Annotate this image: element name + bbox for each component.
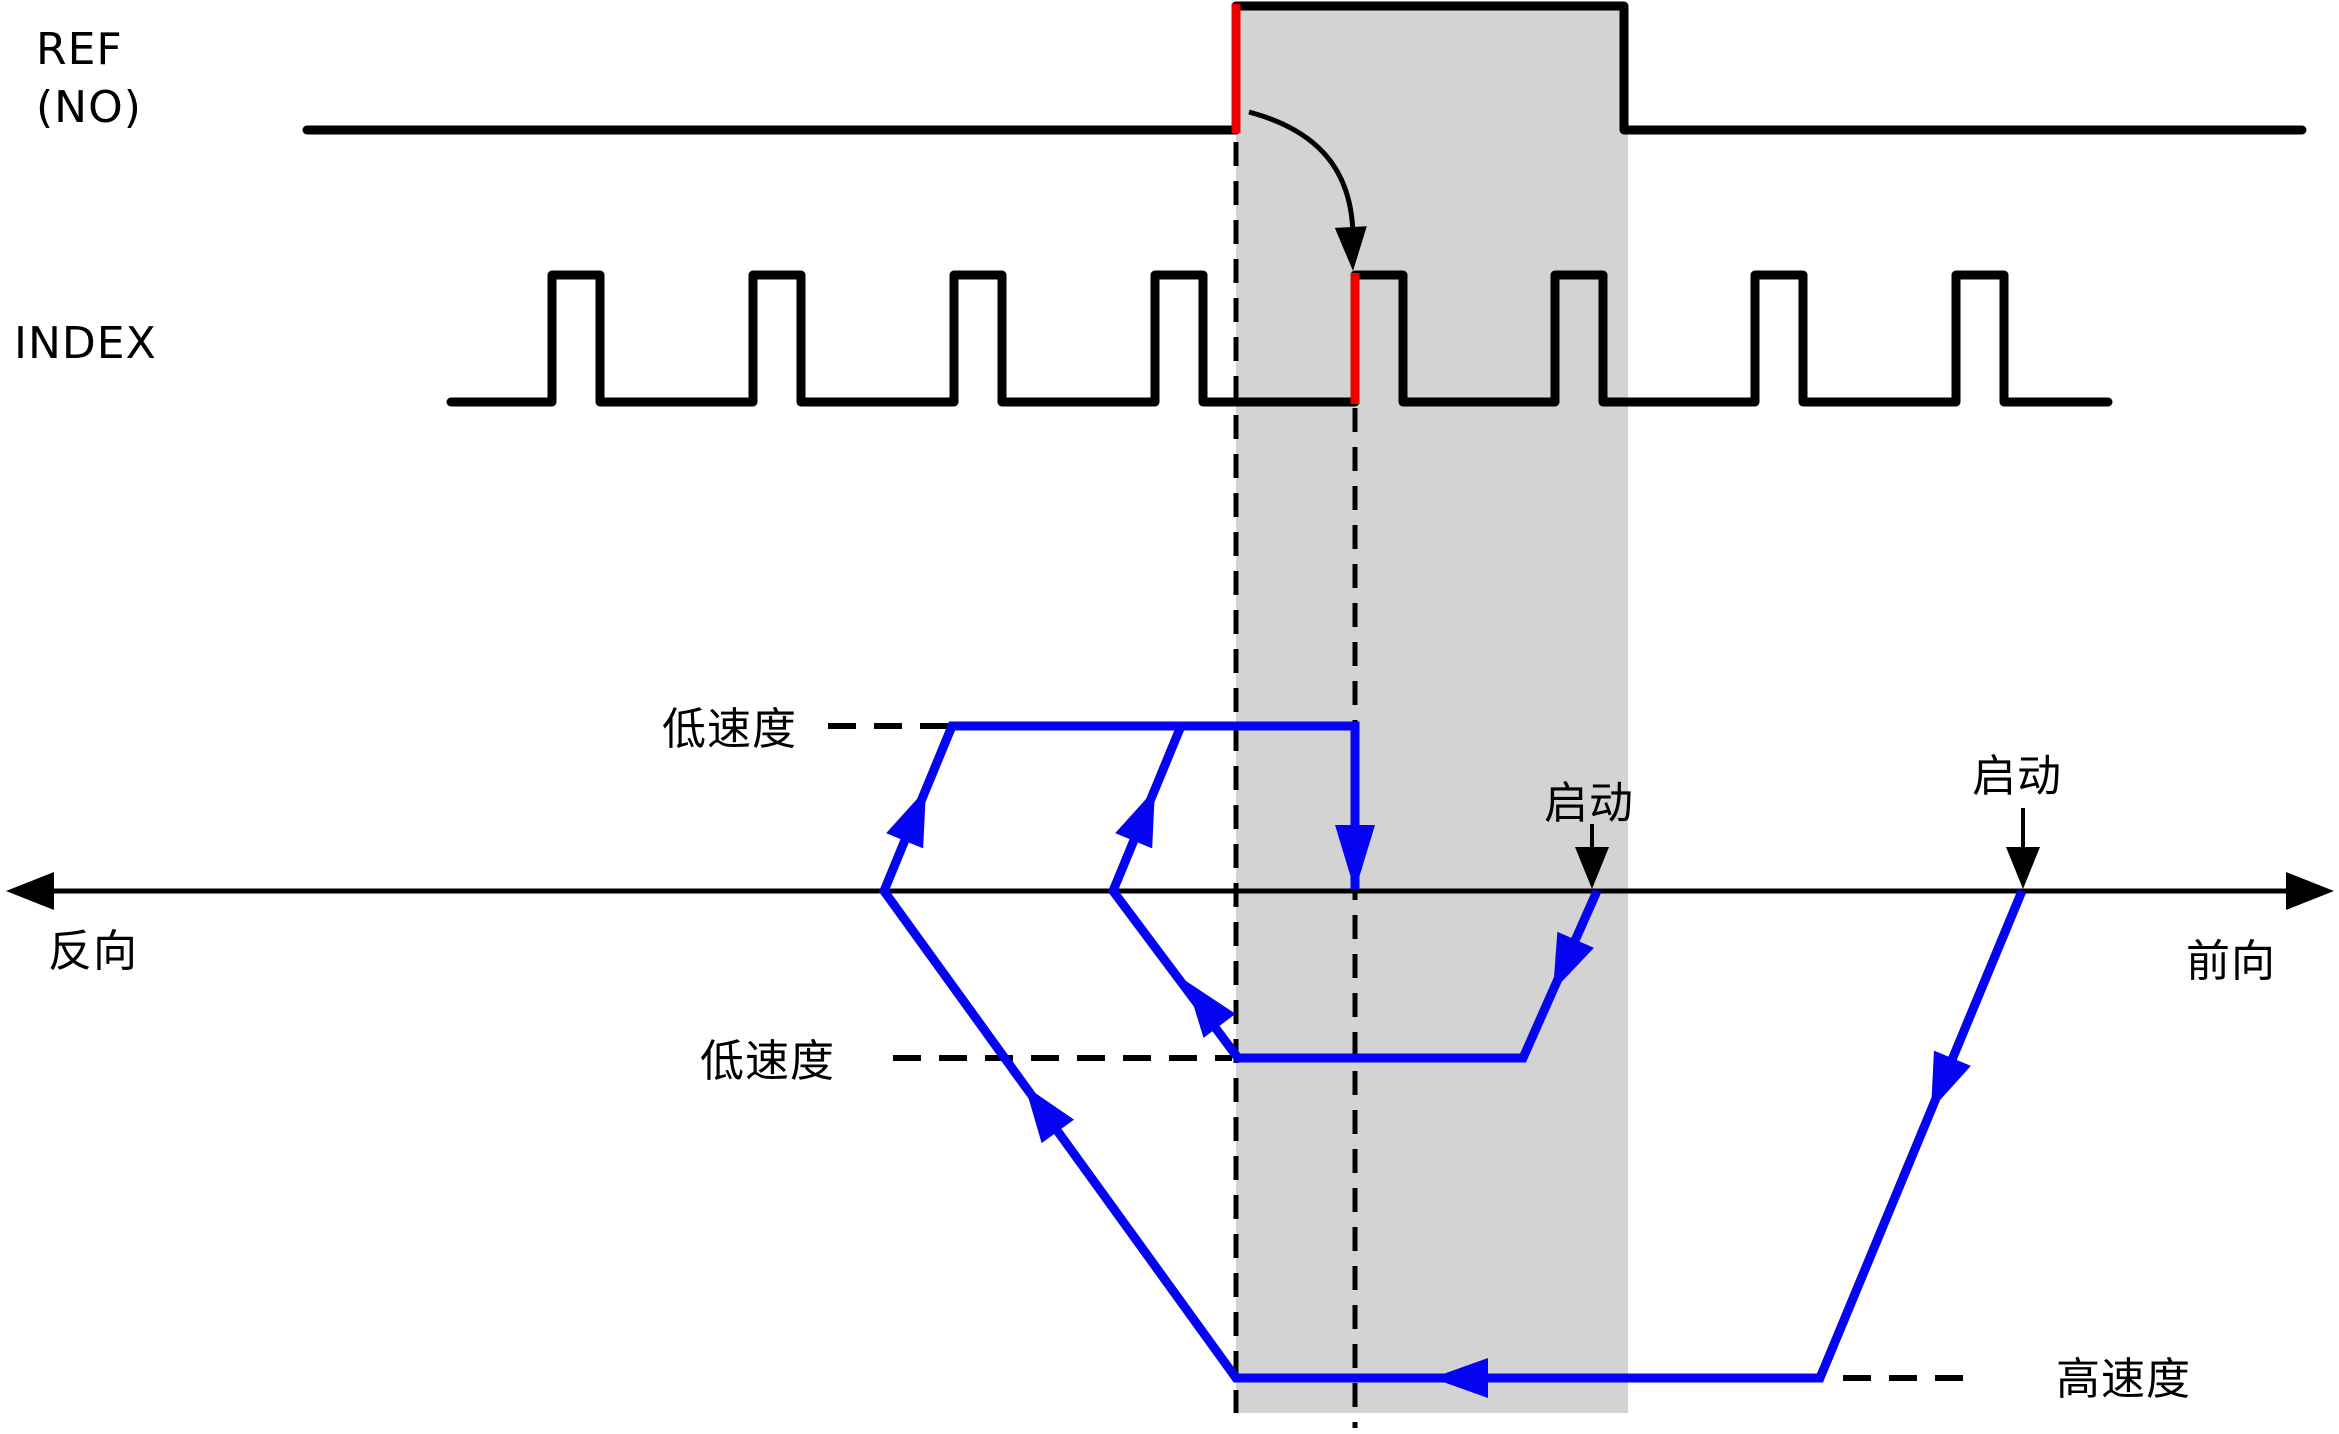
ref-to-index-curved-arrow <box>1248 109 1367 271</box>
ref-signal-waveform <box>302 1 2307 135</box>
high-speed-label: 高速度 <box>2056 1354 2191 1405</box>
start-point-markers <box>1575 808 2040 889</box>
capture-window-shade <box>1236 8 1628 1413</box>
motion-direction-arrowhead-icon <box>1025 1086 1075 1144</box>
start-left-label: 启动 <box>1544 778 1634 829</box>
motion-direction-arrowhead-icon <box>1553 931 1594 991</box>
curved-arrow-arrowhead-icon <box>1334 226 1367 271</box>
reverse-direction-label: 反向 <box>48 926 138 977</box>
motion-direction-arrowhead-icon <box>1335 825 1375 891</box>
position-axis <box>6 872 2334 910</box>
axis-arrowhead-icon <box>2286 872 2334 910</box>
motion-direction-arrowhead-icon <box>1931 1050 1971 1110</box>
ref-signal-label-line1: REF <box>36 24 123 75</box>
dashed-speed-level-guides <box>828 723 1972 1381</box>
dashed-vertical-guides <box>1233 142 1358 1428</box>
motion-direction-arrowhead-icon <box>1432 1358 1488 1398</box>
motion-direction-arrowhead-icon <box>1115 789 1155 849</box>
curved-arrow-shaft <box>1248 109 1356 237</box>
index-signal-label: INDEX <box>14 318 157 369</box>
motion-direction-arrowhead-icon <box>886 789 926 849</box>
velocity-trajectories <box>878 721 2027 1398</box>
axis-arrowhead-icon <box>6 872 54 910</box>
ref-signal-label-line2: (NO) <box>36 82 142 133</box>
low-speed-lower-label: 低速度 <box>700 1036 835 1087</box>
index-signal-waveform <box>446 270 2113 407</box>
start-marker-arrowhead-icon <box>1575 847 1609 889</box>
start-marker-arrowhead-icon <box>2006 847 2040 889</box>
first-search-pass-path <box>878 721 2027 1383</box>
forward-direction-label: 前向 <box>2186 936 2276 987</box>
start-right-label: 启动 <box>1972 751 2062 802</box>
motion-direction-arrowhead-icon <box>1186 981 1236 1038</box>
low-speed-upper-label: 低速度 <box>662 704 797 755</box>
